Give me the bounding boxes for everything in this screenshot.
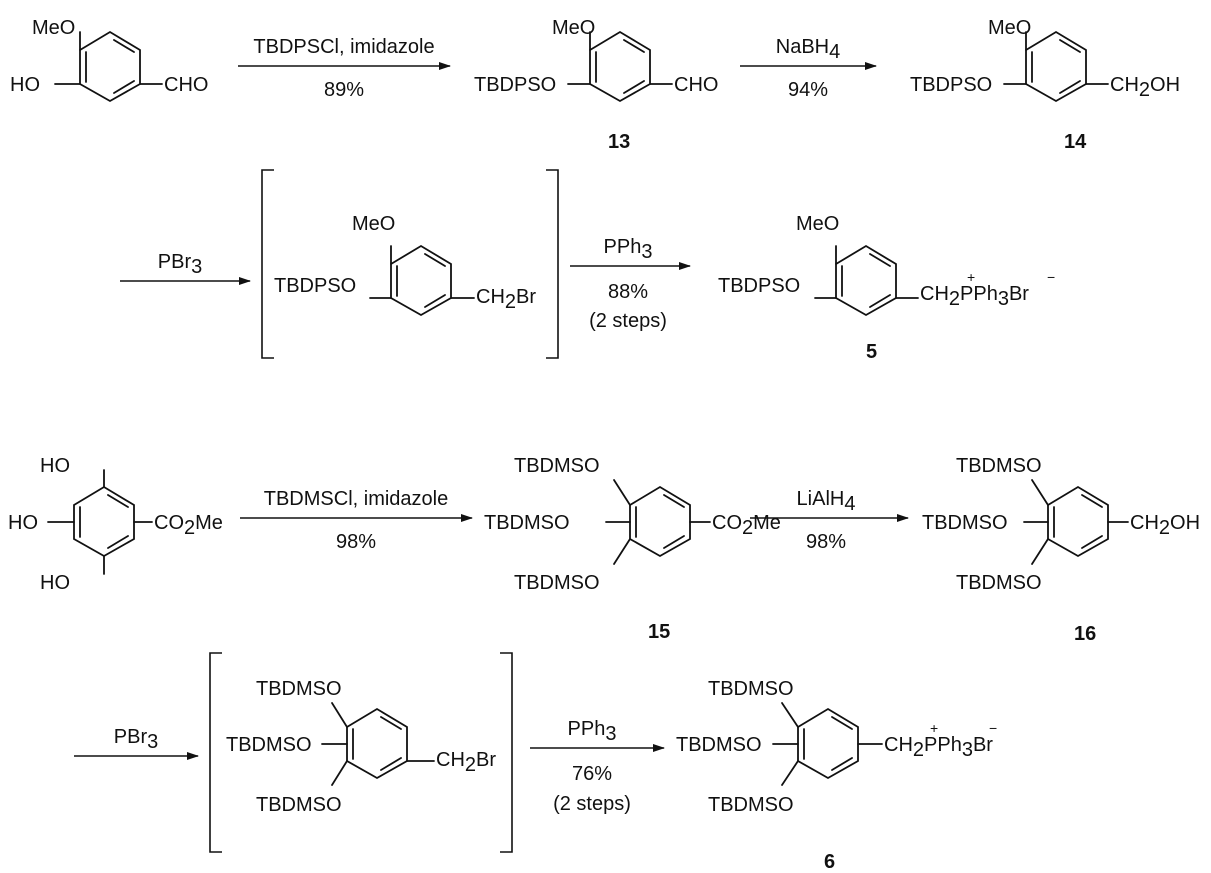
hydroxy-label: HO bbox=[40, 572, 70, 594]
compound-number: 15 bbox=[648, 621, 670, 643]
yield-label: 76% bbox=[572, 763, 612, 785]
right-bracket bbox=[500, 652, 513, 853]
tbdms-ether-label: TBDMSO bbox=[676, 734, 762, 756]
reagent-label: PPh3 bbox=[568, 718, 617, 745]
reagent-label: NaBH4 bbox=[776, 36, 840, 63]
compound-16-structure: TBDMSO TBDMSO TBDMSO CH2OH 16 bbox=[922, 455, 1200, 645]
yield-label: 94% bbox=[788, 79, 828, 101]
yield-label: 88% bbox=[608, 281, 648, 303]
bromide-intermediate: MeO TBDPSO CH2Br bbox=[261, 169, 559, 359]
bromomethyl-label: CH2Br bbox=[476, 286, 536, 313]
tbdms-ether-label: TBDMSO bbox=[484, 512, 570, 534]
reagent-label: TBDPSCl, imidazole bbox=[253, 36, 434, 58]
reagent-label: TBDMSCl, imidazole bbox=[264, 488, 448, 510]
positive-charge: + bbox=[967, 269, 975, 285]
reaction-step-5: TBDMSCl, imidazole 98% bbox=[240, 488, 473, 553]
compound-number: 5 bbox=[866, 341, 877, 363]
tbdms-ether-label: TBDMSO bbox=[956, 572, 1042, 594]
hydroxy-label: HO bbox=[8, 512, 38, 534]
reaction-step-4: PPh3 88% (2 steps) bbox=[570, 236, 691, 332]
tbdms-ether-label: TBDMSO bbox=[922, 512, 1008, 534]
reaction-step-8: PPh3 76% (2 steps) bbox=[530, 718, 665, 815]
methoxy-label: MeO bbox=[552, 17, 595, 39]
methoxy-label: MeO bbox=[32, 17, 75, 39]
compound-14-structure: MeO TBDPSO CH2OH 14 bbox=[910, 17, 1180, 153]
step-count-note: (2 steps) bbox=[589, 310, 667, 332]
tbdps-ether-label: TBDPSO bbox=[274, 275, 356, 297]
step-count-note: (2 steps) bbox=[553, 793, 631, 815]
aldehyde-label: CHO bbox=[164, 74, 208, 96]
reaction-step-3: PBr3 bbox=[120, 251, 251, 285]
negative-charge: − bbox=[1047, 269, 1055, 285]
aldehyde-label: CHO bbox=[674, 74, 718, 96]
positive-charge: + bbox=[930, 720, 938, 736]
tbdms-ether-label: TBDMSO bbox=[256, 678, 342, 700]
tbdps-ether-label: TBDPSO bbox=[718, 275, 800, 297]
methoxy-label: MeO bbox=[796, 213, 839, 235]
hydroxymethyl-label: CH2OH bbox=[1110, 74, 1180, 101]
tbdms-ether-label: TBDMSO bbox=[708, 678, 794, 700]
tbdms-ether-label: TBDMSO bbox=[256, 794, 342, 816]
tbdms-ether-label: TBDMSO bbox=[956, 455, 1042, 477]
compound-5-structure: MeO TBDPSO CH2PPh3Br + − 5 bbox=[718, 213, 1055, 363]
compound-number: 13 bbox=[608, 131, 630, 153]
phosphonium-salt-label: CH2PPh3Br bbox=[884, 734, 993, 761]
reagent-label: PBr3 bbox=[114, 726, 158, 753]
methoxy-label: MeO bbox=[352, 213, 395, 235]
tbdms-ether-label: TBDMSO bbox=[514, 455, 600, 477]
tbdms-ether-label: TBDMSO bbox=[708, 794, 794, 816]
right-bracket bbox=[546, 169, 559, 359]
bromide-intermediate: TBDMSO TBDMSO TBDMSO CH2Br bbox=[209, 652, 513, 853]
compound-number: 16 bbox=[1074, 623, 1096, 645]
compound-number: 6 bbox=[824, 851, 835, 873]
methoxy-label: MeO bbox=[988, 17, 1031, 39]
tbdms-ether-label: TBDMSO bbox=[514, 572, 600, 594]
reaction-step-6: LiAlH4 98% bbox=[750, 488, 909, 553]
phosphonium-salt-label: CH2PPh3Br bbox=[920, 283, 1029, 310]
vanillin-structure: MeO HO CHO bbox=[10, 17, 208, 103]
methyl-gallate-structure: HO HO HO CO2Me bbox=[8, 455, 223, 594]
reaction-step-1: TBDPSCl, imidazole 89% bbox=[238, 36, 451, 101]
methyl-ester-label: CO2Me bbox=[154, 512, 223, 539]
reagent-label: PPh3 bbox=[604, 236, 653, 263]
yield-label: 98% bbox=[806, 531, 846, 553]
methyl-ester-label: CO2Me bbox=[712, 512, 781, 539]
tbdps-ether-label: TBDPSO bbox=[474, 74, 556, 96]
reaction-step-7: PBr3 bbox=[74, 726, 199, 760]
compound-6-structure: TBDMSO TBDMSO TBDMSO CH2PPh3Br + − 6 bbox=[676, 678, 997, 873]
compound-number: 14 bbox=[1064, 131, 1087, 153]
left-bracket bbox=[209, 652, 222, 853]
yield-label: 89% bbox=[324, 79, 364, 101]
bromomethyl-label: CH2Br bbox=[436, 749, 496, 776]
reagent-label: LiAlH4 bbox=[797, 488, 856, 515]
reagent-label: PBr3 bbox=[158, 251, 202, 278]
hydroxy-label: HO bbox=[10, 74, 40, 96]
negative-charge: − bbox=[989, 720, 997, 736]
compound-15-structure: TBDMSO TBDMSO TBDMSO CO2Me 15 bbox=[484, 455, 781, 643]
hydroxy-label: HO bbox=[40, 455, 70, 477]
tbdms-ether-label: TBDMSO bbox=[226, 734, 312, 756]
hydroxymethyl-label: CH2OH bbox=[1130, 512, 1200, 539]
reaction-step-2: NaBH4 94% bbox=[740, 36, 877, 101]
yield-label: 98% bbox=[336, 531, 376, 553]
compound-13-structure: MeO TBDPSO CHO 13 bbox=[474, 17, 718, 153]
tbdps-ether-label: TBDPSO bbox=[910, 74, 992, 96]
left-bracket bbox=[261, 169, 274, 359]
